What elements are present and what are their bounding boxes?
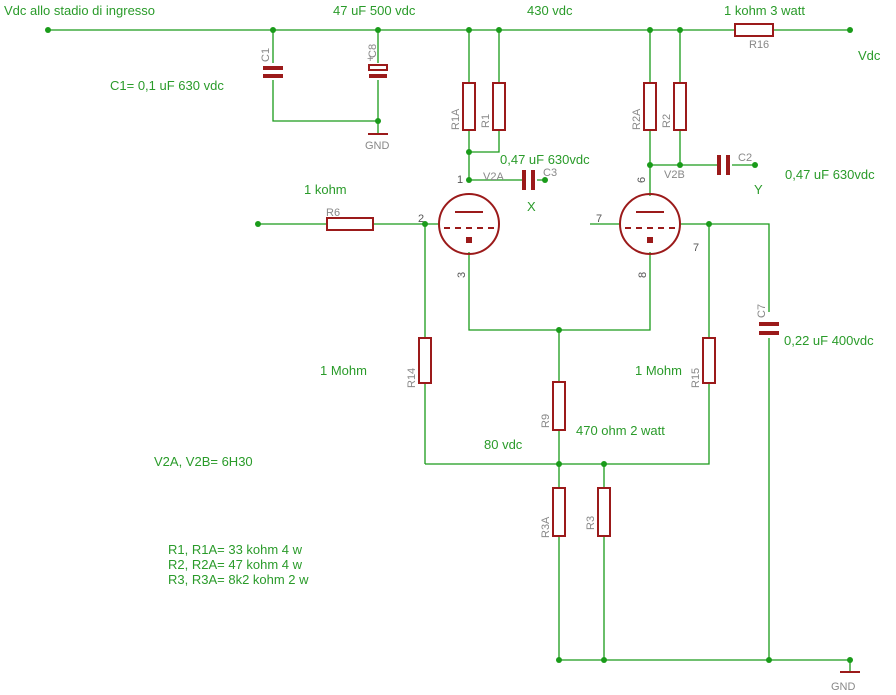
capacitor-c3 [522,170,535,190]
c3-designator: C3 [543,167,557,179]
output-x-label: X [527,199,536,214]
resistor-r3 [597,487,611,537]
resistor-r16 [734,23,774,37]
v2a-pin-3: 3 [456,272,468,278]
v2b-pin-7: 7 [596,213,602,225]
r9-value-label: 470 ohm 2 watt [576,423,665,438]
r6-designator: R6 [326,207,340,219]
v2a-pin-2: 2 [418,213,424,225]
resistor-r2a [643,82,657,131]
tubes-label: V2A, V2B= 6H30 [154,454,253,469]
gnd-bottom-label: GND [831,681,856,693]
r9-designator: R9 [540,414,552,428]
v2a-designator: V2A [483,171,504,183]
r3a-designator: R3A [540,516,552,538]
r2-designator: R2 [661,114,673,128]
c8-designator: C8 [367,44,379,58]
c3-value-label: 0,47 uF 630vdc [500,152,590,167]
r14-designator: R14 [406,368,418,388]
wires [48,29,851,671]
capacitor-c1 [263,66,283,78]
cathode-voltage-label: 80 vdc [484,437,523,452]
c7-value-label: 0,22 uF 400vdc [784,333,874,348]
v2b-pin-8: 8 [637,272,649,278]
output-y-label: Y [754,182,763,197]
note-r3-label: R3, R3A= 8k2 kohm 2 w [168,572,309,587]
input-label: Vdc allo stadio di ingresso [4,3,155,18]
resistor-r14 [418,337,432,384]
c1-value-label: C1= 0,1 uF 630 vdc [110,78,224,93]
r15-value-label: 1 Mohm [635,363,682,378]
junctions [45,27,853,663]
c1-designator: C1 [260,48,272,62]
c8-value-label: 47 uF 500 vdc [333,3,416,18]
note-r2-label: R2, R2A= 47 kohm 4 w [168,557,303,572]
tube-v2a [438,193,500,255]
r1a-designator: R1A [450,108,462,130]
resistor-r15 [702,337,716,384]
r16-designator: R16 [749,39,769,51]
c7-designator: C7 [756,304,768,318]
resistor-r2 [673,82,687,131]
v2a-pin-1: 1 [457,174,463,186]
resistor-r1 [492,82,506,131]
r14-value-label: 1 Mohm [320,363,367,378]
v2b-designator: V2B [664,169,685,181]
resistor-r3a [552,487,566,537]
c8-plus-sign: + [367,53,373,65]
v2b-pin-6: 6 [636,177,648,183]
note-r1-label: R1, R1A= 33 kohm 4 w [168,542,303,557]
c2-value-label: 0,47 uF 630vdc [785,167,875,182]
resistor-r9 [552,381,566,431]
resistor-r1a [462,82,476,131]
capacitor-c8 [368,64,388,78]
gnd-top-label: GND [365,140,390,152]
c2-designator: C2 [738,152,752,164]
capacitor-c7 [759,322,779,335]
r3-designator: R3 [585,516,597,530]
tube-v2b [619,193,681,255]
r1-designator: R1 [480,114,492,128]
vdc-label: Vdc [858,48,881,63]
v2b-pin-7-right: 7 [693,242,699,254]
top-voltage-label: 430 vdc [527,3,573,18]
r16-value-label: 1 kohm 3 watt [724,3,805,18]
capacitor-c2 [717,155,730,175]
r15-designator: R15 [690,368,702,388]
r6-value-label: 1 kohm [304,182,347,197]
resistor-r6 [326,217,374,231]
r2a-designator: R2A [631,108,643,130]
